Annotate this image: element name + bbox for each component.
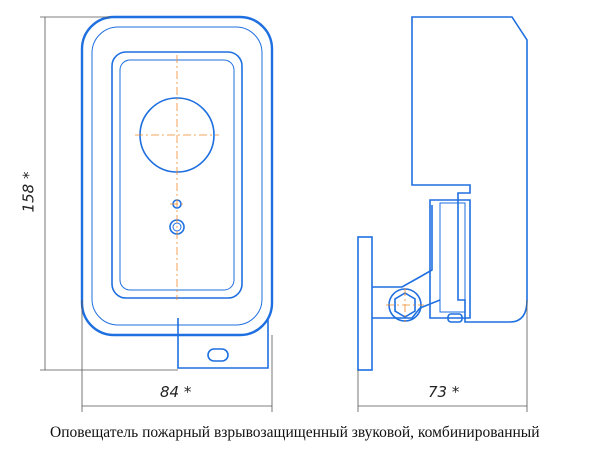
dimension-depth: 73 * (428, 383, 460, 401)
pivot-arm (372, 205, 441, 319)
centerlines (135, 55, 424, 322)
bracket-slot (207, 348, 229, 362)
dimension-lines (40, 16, 528, 412)
housing-bezel (91, 26, 263, 326)
dimension-height: 158 * (19, 171, 38, 213)
caption: Оповещатель пожарный взрывозащищенный зв… (50, 424, 540, 441)
front-view (80, 15, 274, 369)
wall-plate (357, 236, 373, 371)
side-view (357, 16, 528, 371)
mounting-bracket (177, 318, 269, 369)
housing-outer (80, 15, 274, 337)
dimension-width: 84 * (160, 383, 192, 401)
